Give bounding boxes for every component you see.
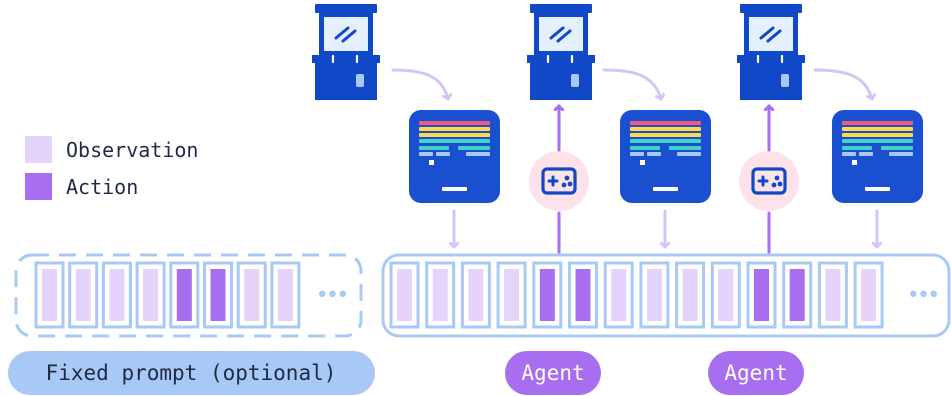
context-frame bbox=[381, 253, 951, 338]
legend: Observation Action bbox=[25, 136, 198, 200]
context-tokens bbox=[389, 261, 884, 329]
agent-pill bbox=[505, 351, 601, 395]
arcade-machine-icon bbox=[310, 2, 382, 102]
observation-token-fill bbox=[825, 269, 841, 321]
fixed-prompt-ellipsis: ••• bbox=[316, 283, 347, 308]
observation-token-fill bbox=[718, 269, 734, 321]
agent-pill bbox=[708, 351, 804, 395]
context-ellipsis: ••• bbox=[907, 283, 938, 308]
action-token-fill bbox=[575, 269, 591, 321]
env-to-observation-arrow bbox=[602, 68, 661, 101]
observation-token-fill bbox=[143, 269, 159, 321]
observation-swatch bbox=[25, 136, 52, 163]
fixed-prompt-frame bbox=[14, 253, 363, 338]
observation-legend-label: Observation bbox=[66, 138, 198, 162]
observation-token-fill bbox=[75, 269, 91, 321]
observation-token-fill bbox=[682, 269, 698, 321]
action-token-fill bbox=[539, 269, 555, 321]
game-screen-icon bbox=[832, 110, 923, 203]
action-token-fill bbox=[789, 269, 805, 321]
observation-token-fill bbox=[109, 269, 125, 321]
observation-token-fill bbox=[42, 269, 57, 321]
agent-label: Agent bbox=[724, 361, 787, 385]
observation-token-fill bbox=[646, 269, 662, 321]
action-token-fill bbox=[210, 269, 226, 321]
observation-token-fill bbox=[244, 269, 260, 321]
fixed-prompt-label: Fixed prompt (optional) bbox=[46, 361, 337, 385]
action-swatch bbox=[25, 173, 52, 200]
fixed-prompt-block: ••• Fixed prompt (optional) bbox=[8, 253, 375, 395]
fixed-prompt-tokens bbox=[34, 261, 301, 329]
agent-labels: Agent Agent bbox=[505, 351, 804, 395]
context-block: ••• bbox=[381, 253, 951, 338]
environment-steps bbox=[310, 2, 923, 254]
env-to-observation-arrow bbox=[813, 68, 872, 101]
fixed-prompt-pill bbox=[8, 351, 375, 395]
game-screen-icon bbox=[409, 110, 500, 203]
observation-token-fill bbox=[504, 269, 520, 321]
agent-label: Agent bbox=[521, 361, 584, 385]
game-screen-icon bbox=[620, 110, 711, 203]
action-token-fill bbox=[754, 269, 769, 321]
observation-token-fill bbox=[861, 269, 877, 321]
observation-token-fill bbox=[432, 269, 448, 321]
observation-token-fill bbox=[397, 269, 412, 321]
observation-token-fill bbox=[468, 269, 484, 321]
observation-token-fill bbox=[277, 269, 293, 321]
arcade-machine-icon bbox=[735, 2, 807, 102]
observation-token-fill bbox=[611, 269, 627, 321]
env-to-observation-arrow bbox=[391, 68, 448, 101]
action-legend-label: Action bbox=[66, 175, 138, 199]
arcade-machine-icon bbox=[525, 2, 597, 102]
gamepad-icon bbox=[527, 149, 591, 213]
action-token-fill bbox=[176, 269, 192, 321]
gamepad-icon bbox=[737, 149, 801, 213]
